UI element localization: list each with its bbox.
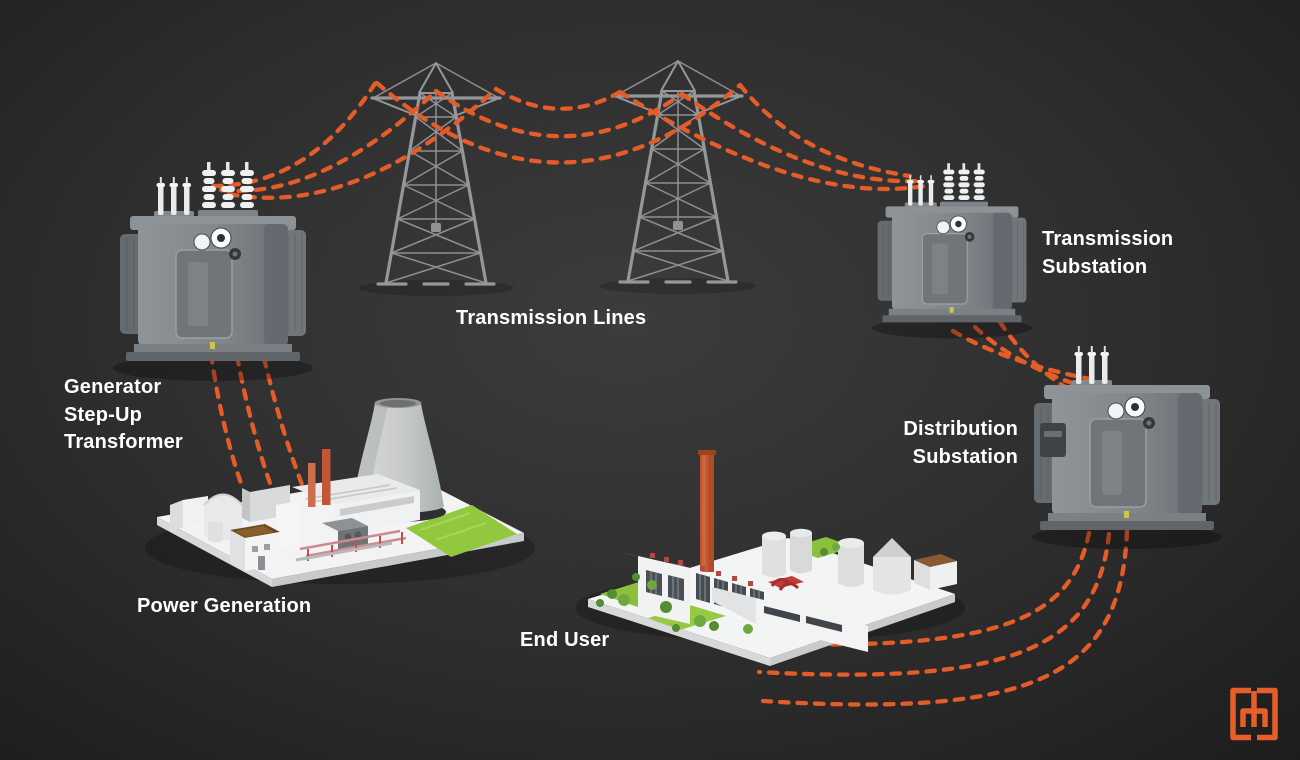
wires-tower-to-substation <box>617 82 927 192</box>
generator-stepup-transformer-icon <box>113 162 313 381</box>
label-transmission-lines: Transmission Lines <box>456 307 647 329</box>
label-power-generation: Power Generation <box>137 595 312 617</box>
transmission-substation-transformer-icon <box>872 163 1032 339</box>
label-distribution-substation: Distribution Substation <box>903 418 1018 468</box>
label-end-user: End User <box>520 629 610 651</box>
end-user-factory-icon <box>575 450 965 666</box>
transmission-tower-left-icon <box>358 61 514 296</box>
label-generator-step-up-transformer: Generator Step-Up Transformer <box>64 376 183 454</box>
distribution-substation-transformer-icon <box>1032 346 1222 549</box>
power-plant-icon <box>145 398 535 587</box>
label-transmission-substation: Transmission Substation <box>1042 228 1174 278</box>
wires-gsu-to-powerplant <box>208 351 306 492</box>
maddox-logo-icon <box>1230 687 1278 741</box>
transmission-tower-right-icon <box>600 59 756 294</box>
